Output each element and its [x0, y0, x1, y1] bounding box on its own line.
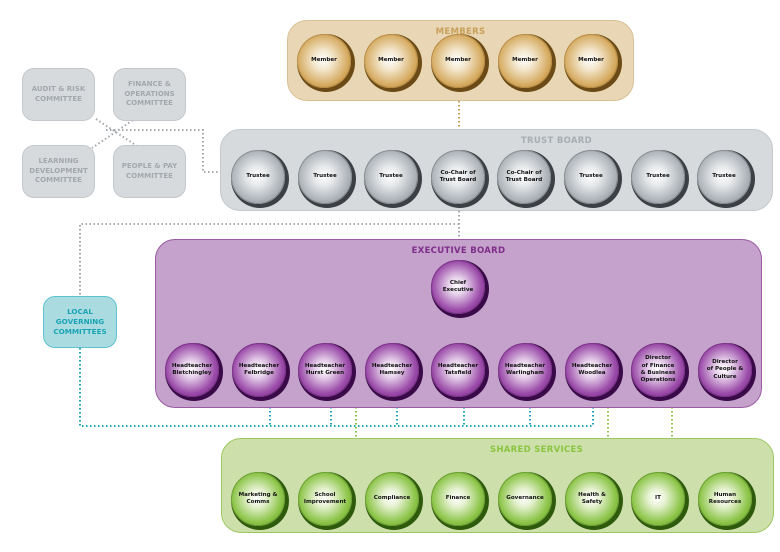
learning-development-committee[interactable]: LEARNING DEVELOPMENT COMMITTEE [22, 145, 95, 198]
trustee-node[interactable]: Trustee [231, 150, 285, 204]
marketing-comms-node[interactable]: Marketing & Comms [231, 472, 285, 526]
local-governing-committees[interactable]: LOCAL GOVERNING COMMITTEES [43, 296, 117, 348]
finance-operations-committee[interactable]: FINANCE & OPERATIONS COMMITTEE [113, 68, 186, 121]
trust-board-title: TRUST BOARD [520, 136, 592, 146]
people-pay-committee[interactable]: PEOPLE & PAY COMMITTEE [113, 145, 186, 198]
executive-board-title: EXECUTIVE BOARD [411, 246, 506, 256]
finance-node[interactable]: Finance [431, 472, 485, 526]
member-node[interactable]: Member [498, 34, 552, 88]
member-node[interactable]: Member [564, 34, 618, 88]
headteacher-hamsey-node[interactable]: Headteacher Hamsey [365, 343, 419, 397]
trustee-node[interactable]: Trustee [564, 150, 618, 204]
director-people-node[interactable]: Director of People & Culture [698, 343, 752, 397]
member-node[interactable]: Member [364, 34, 418, 88]
director-finance-node[interactable]: Director of Finance & Business Operation… [631, 343, 685, 397]
co-chair-node[interactable]: Co-Chair of Trust Board [497, 150, 551, 204]
headteacher-hurst-green-node[interactable]: Headteacher Hurst Green [298, 343, 352, 397]
school-improvement-node[interactable]: School Improvement [298, 472, 352, 526]
trustee-node[interactable]: Trustee [364, 150, 418, 204]
audit-risk-committee[interactable]: AUDIT & RISK COMMITTEE [22, 68, 95, 121]
headteacher-warlingham-node[interactable]: Headteacher Warlingham [498, 343, 552, 397]
human-resources-node[interactable]: Human Resources [698, 472, 752, 526]
it-node[interactable]: IT [631, 472, 685, 526]
trustee-node[interactable]: Trustee [631, 150, 685, 204]
compliance-node[interactable]: Compliance [365, 472, 419, 526]
governance-node[interactable]: Governance [498, 472, 552, 526]
members-title: MEMBERS [435, 27, 486, 37]
headteacher-bletchingley-node[interactable]: Headteacher Bletchingley [165, 343, 219, 397]
headteacher-woodlea-node[interactable]: Headteacher Woodlea [565, 343, 619, 397]
headteacher-felbridge-node[interactable]: Headteacher Felbridge [232, 343, 286, 397]
headteacher-tatsfield-node[interactable]: Headteacher Tatsfield [431, 343, 485, 397]
co-chair-node[interactable]: Co-Chair of Trust Board [431, 150, 485, 204]
health-safety-node[interactable]: Health & Safety [565, 472, 619, 526]
member-node[interactable]: Member [297, 34, 351, 88]
trustee-node[interactable]: Trustee [697, 150, 751, 204]
member-node[interactable]: Member [431, 34, 485, 88]
shared-services-title: SHARED SERVICES [489, 445, 583, 455]
chief-executive-node[interactable]: Chief Executive [431, 260, 485, 314]
trustee-node[interactable]: Trustee [298, 150, 352, 204]
